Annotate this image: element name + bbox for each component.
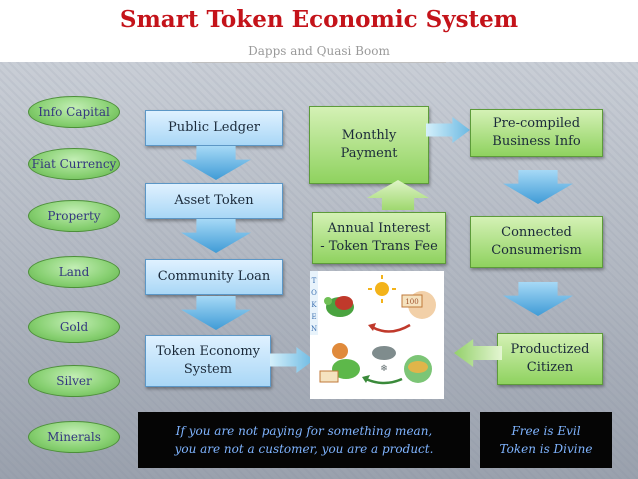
money-label-top: 100	[405, 298, 418, 306]
token-economy-line1: Token Economy	[155, 344, 261, 360]
monthly-payment-line2: Payment	[340, 146, 398, 161]
token-strip	[310, 271, 318, 335]
cycle-arrow-top	[371, 323, 411, 333]
annual-interest-line2: - Token Trans Fee	[320, 239, 438, 254]
token-cycle-illustration: T O K E N 100 ❄	[310, 271, 444, 399]
asset-silver: Silver	[28, 365, 120, 397]
svg-text:❄: ❄	[380, 364, 388, 374]
precompiled-box: Pre-compiled Business Info	[470, 109, 603, 157]
token-letter-k: K	[311, 301, 317, 309]
sun-icon	[368, 275, 396, 303]
cycle-arrowhead-top	[368, 323, 376, 331]
asset-land: Land	[28, 256, 120, 288]
token-cycle-svg: T O K E N 100 ❄	[310, 271, 436, 385]
cloud-icon: ❄	[372, 346, 396, 374]
asset-token-box: Asset Token	[145, 183, 283, 219]
productized-line1: Productized	[510, 342, 590, 358]
monthly-payment-line1: Monthly	[341, 128, 397, 144]
quote-product-box: If you are not paying for something mean…	[138, 412, 470, 468]
precompiled-line1: Pre-compiled	[492, 116, 581, 132]
connected-box: Connected Consumerism	[470, 216, 603, 268]
community-loan-box: Community Loan	[145, 259, 283, 295]
fish-corn-icon	[404, 355, 432, 383]
token-economy-line2: System	[183, 362, 233, 377]
quote-product-line1: If you are not paying for something mean…	[175, 424, 433, 438]
asset-property: Property	[28, 200, 120, 232]
precompiled-line2: Business Info	[492, 134, 581, 149]
public-ledger-box: Public Ledger	[145, 110, 283, 146]
cycle-arrow-bottom	[365, 377, 403, 385]
quote-free-evil-box: Free is Evil Token is Divine	[480, 412, 612, 468]
subtitle-underline	[192, 62, 446, 63]
connected-line2: Consumerism	[491, 243, 582, 258]
turtle-icon	[332, 343, 360, 379]
quote-free-line2: Token is Divine	[499, 442, 593, 456]
asset-fiat-currency: Fiat Currency	[28, 148, 120, 180]
quote-product-line2: you are not a customer, you are a produc…	[174, 442, 434, 456]
connected-line1: Connected	[501, 225, 572, 241]
annual-interest-box: Annual Interest - Token Trans Fee	[312, 212, 446, 264]
monthly-payment-box: Monthly Payment	[309, 106, 429, 184]
annual-interest-line1: Annual Interest	[327, 221, 431, 237]
token-letter-t: T	[312, 277, 317, 285]
money-note-bottom	[319, 370, 339, 383]
tortoise-icon	[324, 296, 354, 317]
quote-free-line1: Free is Evil	[511, 424, 581, 438]
asset-gold: Gold	[28, 311, 120, 343]
productized-box: Productized Citizen	[497, 333, 603, 385]
productized-line2: Citizen	[526, 360, 574, 375]
token-letter-n: N	[311, 325, 317, 333]
asset-info-capital: Info Capital	[28, 96, 120, 128]
page-subtitle: Dapps and Quasi Boom	[248, 44, 390, 58]
fish-money-icon: 100	[401, 291, 436, 319]
page-title: Smart Token Economic System	[119, 6, 519, 33]
cycle-arrowhead-bottom	[362, 375, 370, 383]
token-letter-o: O	[311, 289, 317, 297]
asset-minerals: Minerals	[28, 421, 120, 453]
token-letter-e: E	[311, 313, 316, 321]
token-economy-box: Token Economy System	[145, 335, 271, 387]
